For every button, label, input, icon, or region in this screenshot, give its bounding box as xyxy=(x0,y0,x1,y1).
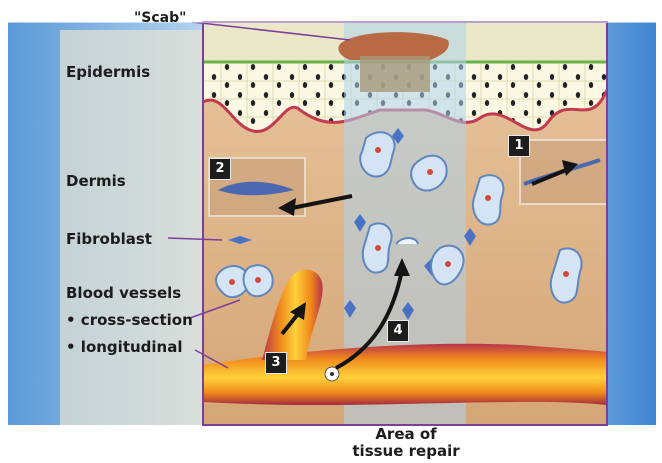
epidermis-label: Epidermis xyxy=(66,63,150,81)
longitudinal-label: • longitudinal xyxy=(66,338,182,356)
dermis-label: Dermis xyxy=(66,172,126,190)
step-badge-3: 3 xyxy=(265,352,287,374)
caption-line-1: Area of xyxy=(346,426,466,443)
blood-vessels-label: Blood vessels xyxy=(66,284,181,302)
step-badge-1: 1 xyxy=(508,135,530,157)
repair-area-caption: Area of tissue repair xyxy=(346,426,466,460)
scab-label: "Scab" xyxy=(134,10,186,26)
fibroblast-label: Fibroblast xyxy=(66,230,152,248)
step-badge-2: 2 xyxy=(209,158,231,180)
caption-line-2: tissue repair xyxy=(346,443,466,460)
cross-section-label: • cross-section xyxy=(66,311,193,329)
step-badge-4: 4 xyxy=(387,320,409,342)
